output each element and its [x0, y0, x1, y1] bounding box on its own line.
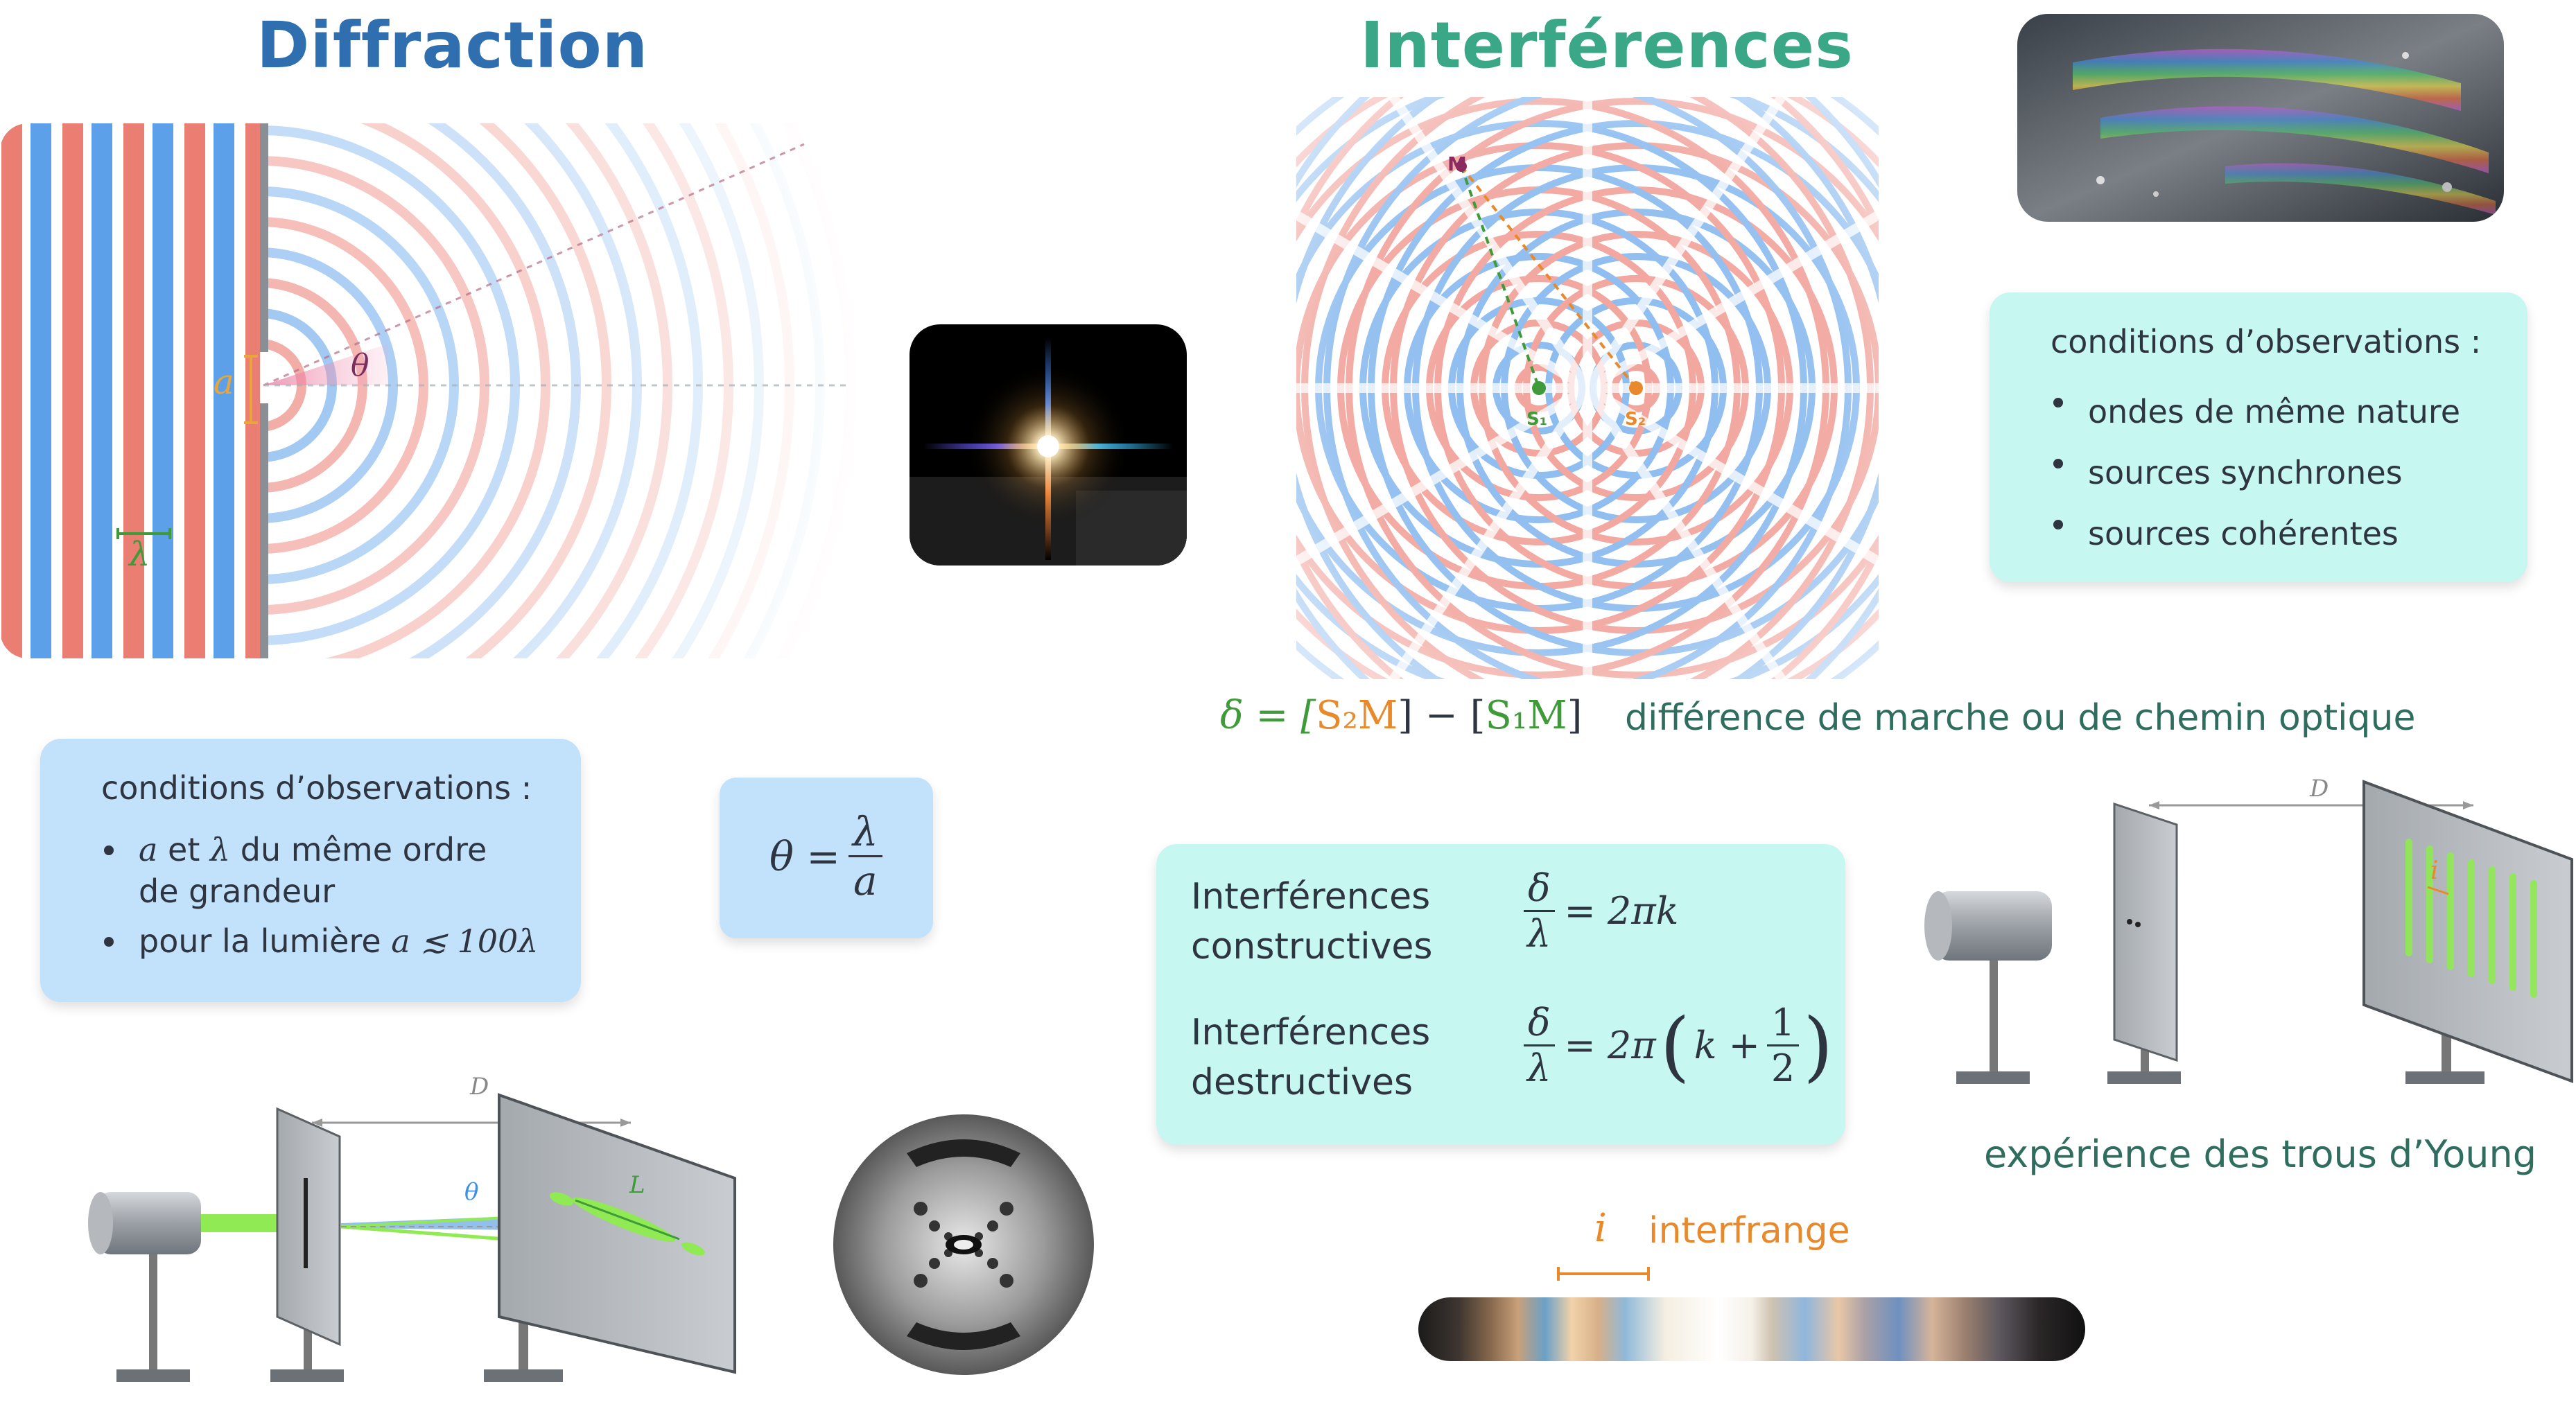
label-theta: θ: [351, 348, 369, 383]
diffraction-conditions-title: conditions d’observations :: [101, 769, 532, 807]
theta-formula: θ = λ a: [769, 808, 882, 904]
destructive-formula: δ λ = 2π ( k + 1 2 ): [1524, 1001, 1833, 1090]
interfrange-i: i: [1594, 1206, 1607, 1251]
constructive-label: Interférences constructives: [1191, 876, 1433, 967]
setup-label-L: L: [629, 1171, 645, 1199]
diffraction-conditions-box: conditions d’observations : a et λ du mê…: [40, 739, 581, 1002]
interfrange-bracket: [1557, 1265, 1650, 1286]
interfrange-label: interfrange: [1648, 1210, 1850, 1252]
young-label-D: D: [2310, 775, 2329, 803]
label-a: a: [214, 362, 234, 402]
young-label-i: i: [2430, 857, 2439, 885]
label-M: M: [1447, 152, 1467, 175]
diffraction-setup-illustration: [83, 1067, 742, 1400]
constructive-formula: δ λ = 2πk: [1524, 866, 1679, 956]
xray-diffraction-photo: [830, 1112, 1097, 1378]
white-light-fringes-strip: [1418, 1297, 2085, 1361]
diffraction-wave-illustration: [0, 123, 863, 658]
label-S1: S₁: [1526, 409, 1548, 430]
label-S2: S₂: [1625, 409, 1646, 430]
path-difference-caption: différence de marche ou de chemin optiqu…: [1625, 697, 2416, 739]
setup-label-D: D: [470, 1073, 489, 1101]
label-lambda: λ: [129, 535, 150, 574]
interference-condition-3: sources cohérentes: [2046, 503, 2460, 564]
interference-types-box: Interférences constructives δ λ = 2πk In…: [1156, 844, 1845, 1145]
diffraction-star-photo: [910, 324, 1187, 566]
destructive-label: Interférences destructives: [1191, 1012, 1431, 1103]
diffraction-title: Diffraction: [256, 8, 649, 82]
interference-condition-2: sources synchrones: [2046, 442, 2460, 503]
path-difference-formula: δ = [S₂M] − [S₁M]: [1220, 693, 1583, 738]
diffraction-condition-2: pour la lumière a ≲ 100λ: [97, 920, 538, 962]
interference-conditions-list: ondes de même nature sources synchrones …: [2046, 381, 2460, 564]
interference-conditions-box: conditions d’observations : ondes de mêm…: [1990, 292, 2527, 582]
diffraction-condition-1: a et λ du même ordre de grandeur: [97, 829, 538, 912]
oil-film-photo: [2017, 14, 2504, 222]
interference-pattern-illustration: [1296, 97, 1879, 679]
young-setup-illustration: [1920, 776, 2576, 1102]
interferences-title: Interférences: [1360, 8, 1854, 82]
interference-conditions-title: conditions d’observations :: [2051, 323, 2482, 360]
setup-label-theta: θ: [464, 1178, 479, 1206]
theta-formula-box: θ = λ a: [720, 778, 933, 938]
diffraction-conditions-list: a et λ du même ordre de grandeur pour la…: [97, 829, 538, 962]
young-caption: expérience des trous d’Young: [1984, 1132, 2537, 1176]
interference-condition-1: ondes de même nature: [2046, 381, 2460, 442]
